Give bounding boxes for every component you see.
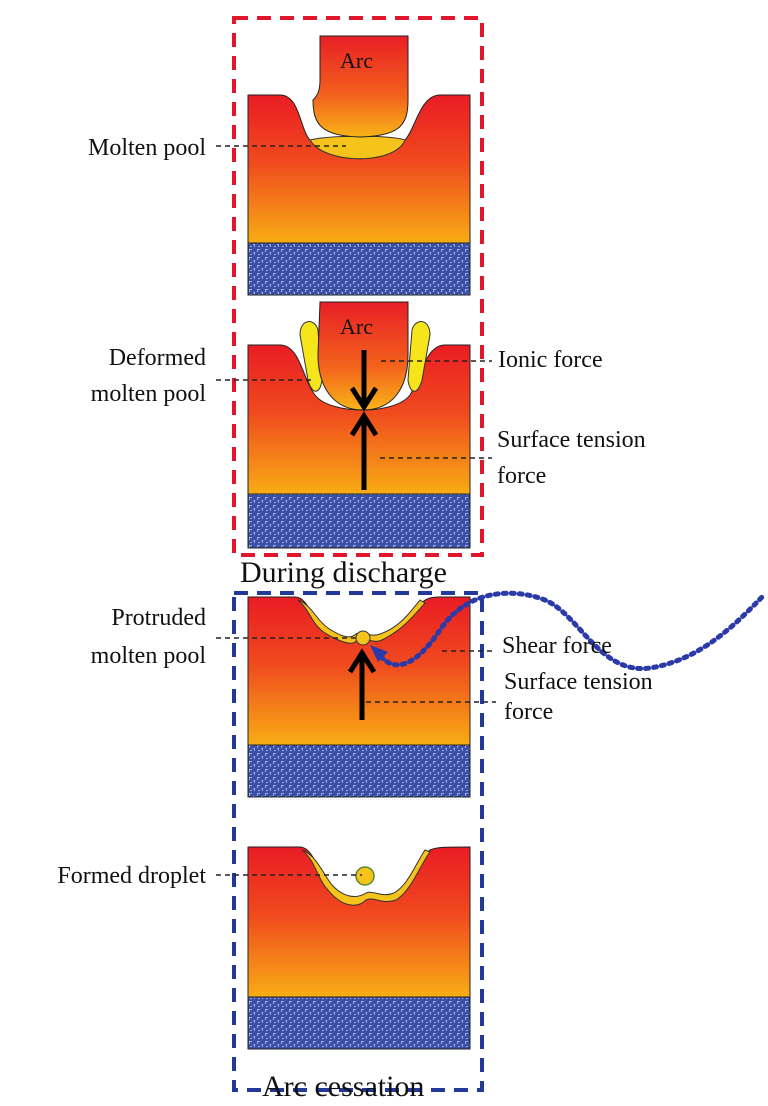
droplet — [355, 866, 375, 886]
substrate — [247, 242, 471, 296]
substrate — [247, 744, 471, 798]
panel-protruded-pool — [216, 590, 765, 798]
panel-molten-pool — [216, 35, 471, 296]
label-shear-force: Shear force — [502, 633, 612, 659]
label-protruded-line1: Protruded — [111, 605, 206, 631]
caption-arc-cessation: Arc cessation — [262, 1070, 425, 1103]
label-ionic-force: Ionic force — [498, 347, 603, 373]
protrusion — [355, 630, 371, 646]
label-protruded-line2: molten pool — [90, 643, 206, 669]
surface-tension-arrowhead — [347, 648, 377, 674]
label-molten-pool: Molten pool — [88, 135, 206, 161]
panel-deformed-pool — [216, 301, 492, 549]
discharge-frame — [232, 16, 484, 557]
cessation-frame — [232, 591, 484, 1092]
molten-pool — [309, 135, 406, 160]
label-surface-tension-b-line2: force — [504, 699, 554, 725]
splash-right — [407, 321, 431, 392]
ionic-force-arrowhead — [349, 386, 379, 412]
workpiece — [247, 596, 471, 746]
substrate — [247, 996, 471, 1050]
substrate — [247, 493, 471, 549]
label-surface-tension-line1: Surface tension — [497, 427, 646, 453]
label-formed-droplet: Formed droplet — [57, 863, 206, 889]
pool-film — [297, 599, 426, 644]
arc-column — [312, 35, 409, 138]
pool-film — [301, 849, 431, 906]
label-deformed-line1: Deformed — [108, 345, 206, 371]
arc-label-2: Arc — [340, 314, 373, 339]
shear-force-wave — [373, 590, 765, 671]
arc-label-1: Arc — [340, 48, 373, 73]
surface-tension-arrowhead — [349, 411, 379, 437]
label-surface-tension-line2: force — [497, 463, 547, 489]
label-deformed-line2: molten pool — [90, 381, 206, 407]
panel-formed-droplet — [216, 846, 471, 1050]
caption-during-discharge: During discharge — [240, 556, 447, 589]
shear-force-arrowhead — [370, 645, 388, 662]
label-surface-tension-b-line1: Surface tension — [504, 669, 653, 695]
